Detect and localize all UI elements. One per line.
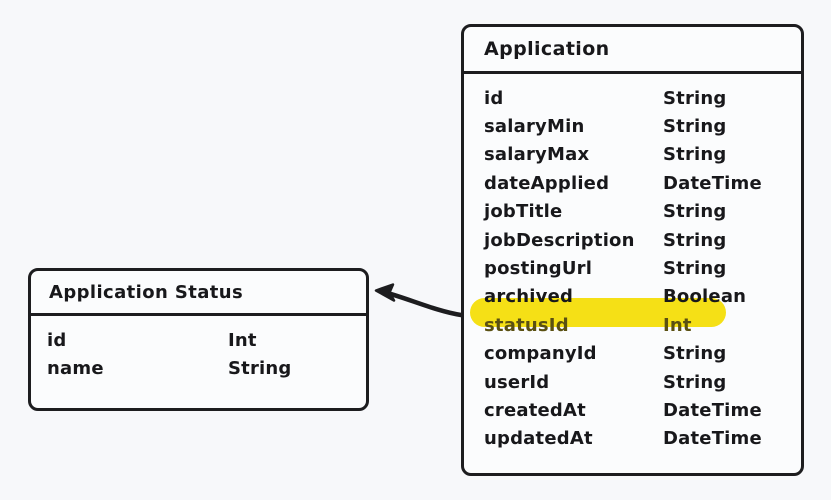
entity-title: Application [484,38,610,60]
field-name: dateApplied [484,172,610,194]
field-type: String [663,371,727,393]
field-name: updatedAt [484,428,593,450]
entity-title: Application Status [49,281,244,303]
field-row[interactable]: jobTitle String [484,198,801,226]
field-type: String [663,87,727,109]
field-name: jobDescription [484,229,635,251]
relationship-arrow-line [377,288,464,318]
field-name: postingUrl [484,258,593,280]
field-name: statusId [484,314,569,336]
field-name: salaryMin [484,116,585,138]
field-type: DateTime [663,428,762,450]
field-type: String [228,358,292,380]
entity-field-list: id Int name String [31,316,366,383]
entity-application[interactable]: Application id String salaryMin String s… [461,24,804,476]
highlight-marker-statusid [470,298,726,327]
field-row[interactable]: createdAt DateTime [484,396,801,424]
field-name: jobTitle [484,201,563,223]
field-name: id [47,329,67,351]
field-type: DateTime [663,172,762,194]
field-row[interactable]: salaryMax String [484,141,801,169]
field-type: Boolean [663,286,747,308]
relationship-arrow [374,283,464,318]
entity-field-list: id String salaryMin String salaryMax Str… [464,74,801,453]
field-row[interactable]: postingUrl String [484,254,801,282]
field-row[interactable]: name String [47,354,366,382]
field-name: userId [484,371,550,393]
field-type: String [663,144,727,166]
field-name: id [484,87,504,109]
field-row-statusid[interactable]: statusId Int [484,311,801,339]
field-row[interactable]: userId String [484,368,801,396]
field-type: String [663,201,727,223]
field-name: createdAt [484,399,586,421]
field-row[interactable]: salaryMin String [484,112,801,140]
field-type: String [663,229,727,251]
relationship-arrow-head [374,283,396,302]
field-row[interactable]: companyId String [484,340,801,368]
field-name: archived [484,286,574,308]
field-type: DateTime [663,399,762,421]
field-row[interactable]: id Int [47,326,366,354]
field-type: String [663,116,727,138]
entity-header: Application Status [31,271,366,316]
field-row[interactable]: dateApplied DateTime [484,169,801,197]
entity-application-status[interactable]: Application Status id Int name String [28,268,369,411]
field-name: salaryMax [484,144,590,166]
field-type: Int [663,314,692,336]
field-name: name [47,358,104,380]
field-row[interactable]: updatedAt DateTime [484,425,801,453]
field-row[interactable]: archived Boolean [484,283,801,311]
field-type: String [663,343,727,365]
field-row[interactable]: id String [484,84,801,112]
entity-header: Application [464,27,801,74]
field-name: companyId [484,343,597,365]
field-type: Int [228,329,257,351]
field-row[interactable]: jobDescription String [484,226,801,254]
field-type: String [663,258,727,280]
